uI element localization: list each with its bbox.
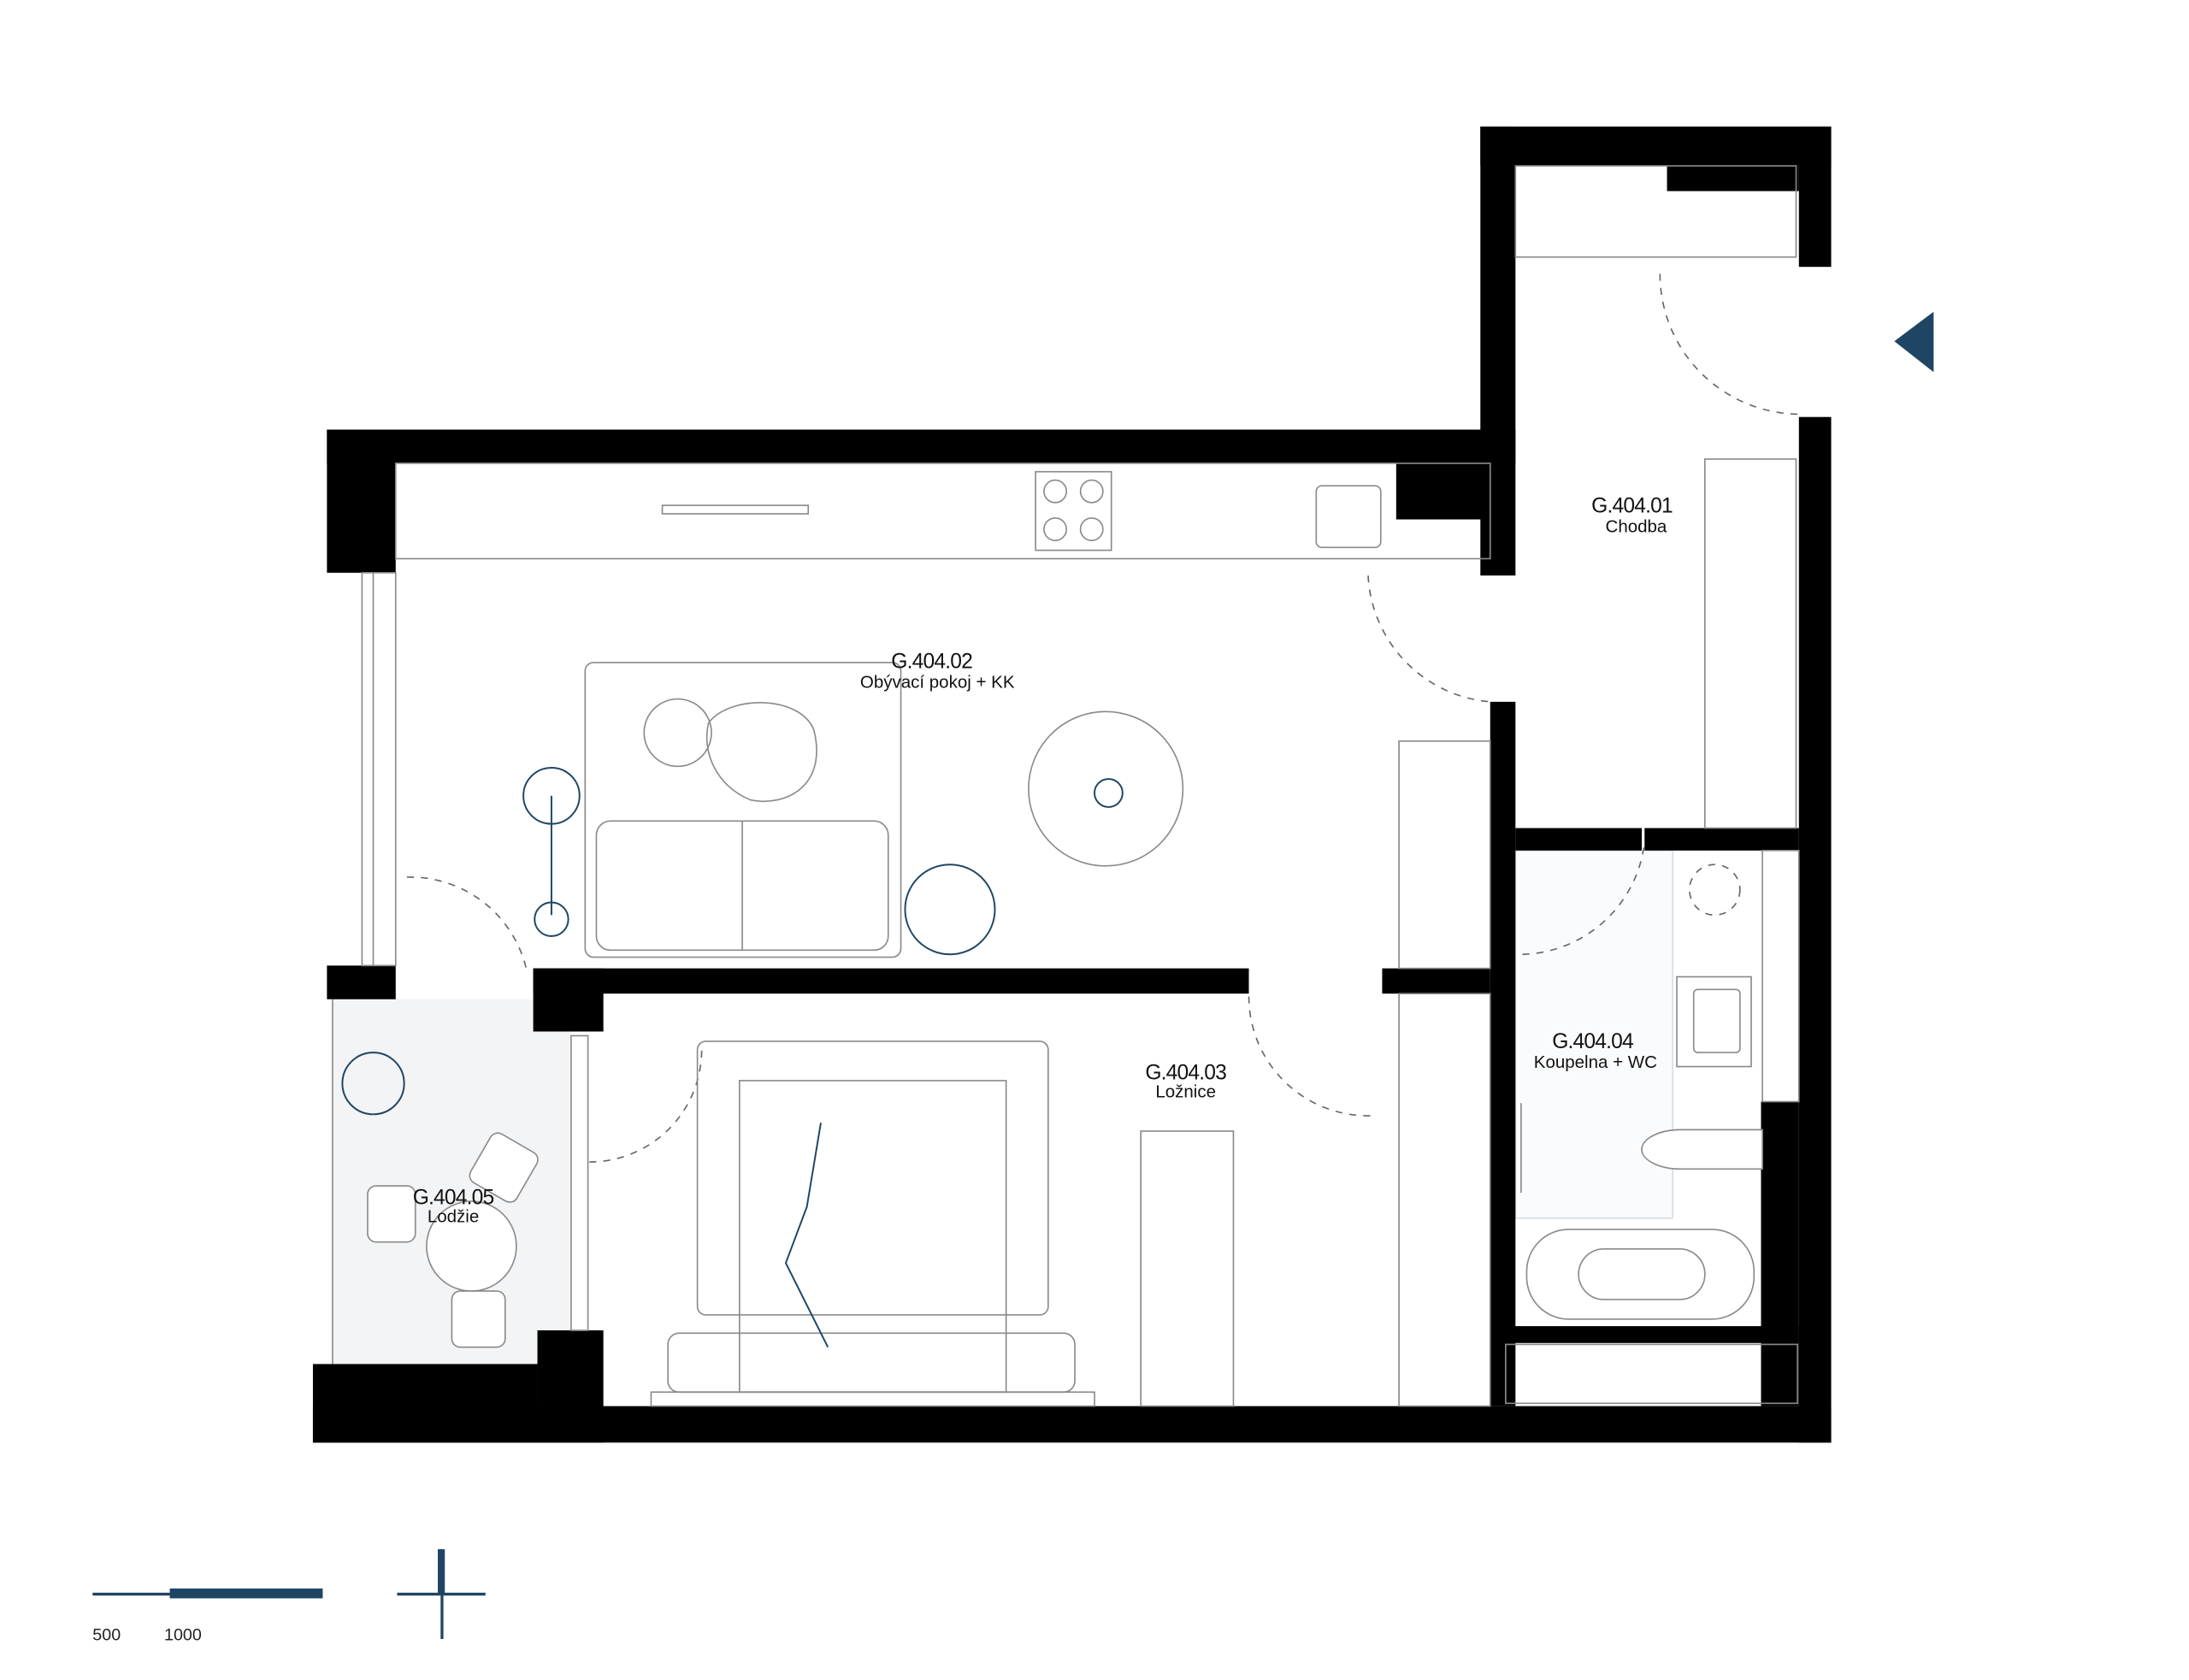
kitchen-counter [394, 463, 1491, 560]
wardrobe [1140, 165, 1797, 1407]
room-label-loggia: G.404.05 Lodžie [413, 1186, 495, 1227]
svg-text:Chodba: Chodba [1606, 516, 1667, 536]
scale-label-500: 500 [92, 1626, 121, 1645]
svg-text:Koupelna + WC: Koupelna + WC [1534, 1052, 1657, 1072]
windows [332, 572, 589, 1365]
walls [312, 127, 1832, 1443]
svg-text:G.404.03: G.404.03 [1145, 1061, 1226, 1084]
svg-text:G.404.01: G.404.01 [1591, 494, 1673, 517]
svg-text:G.404.02: G.404.02 [891, 650, 972, 673]
bathroom-fixtures [1505, 849, 1800, 1405]
room-label-chodba: G.404.01 Chodba [1591, 494, 1673, 536]
svg-text:G.404.04: G.404.04 [1552, 1030, 1633, 1053]
svg-text:Obývací pokoj + KK: Obývací pokoj + KK [860, 672, 1015, 692]
svg-text:Lodžie: Lodžie [428, 1207, 479, 1227]
bed [650, 1040, 1095, 1407]
room-label-living: G.404.02 Obývací pokoj + KK [860, 650, 1015, 692]
scale-bar: 500 1000 [92, 1588, 323, 1645]
door-swings [406, 274, 1799, 1163]
entrance-arrow-icon [1894, 311, 1934, 373]
svg-text:G.404.05: G.404.05 [413, 1186, 494, 1209]
loggia-furniture [341, 1052, 539, 1348]
room-label-bedroom: G.404.03 Ložnice [1145, 1061, 1227, 1102]
north-arrow-icon [397, 1549, 486, 1640]
scale-label-1000: 1000 [164, 1626, 202, 1645]
living-furniture [522, 662, 1184, 958]
svg-text:Ložnice: Ložnice [1155, 1082, 1216, 1102]
room-label-bathroom: G.404.04 Koupelna + WC [1534, 1030, 1657, 1072]
